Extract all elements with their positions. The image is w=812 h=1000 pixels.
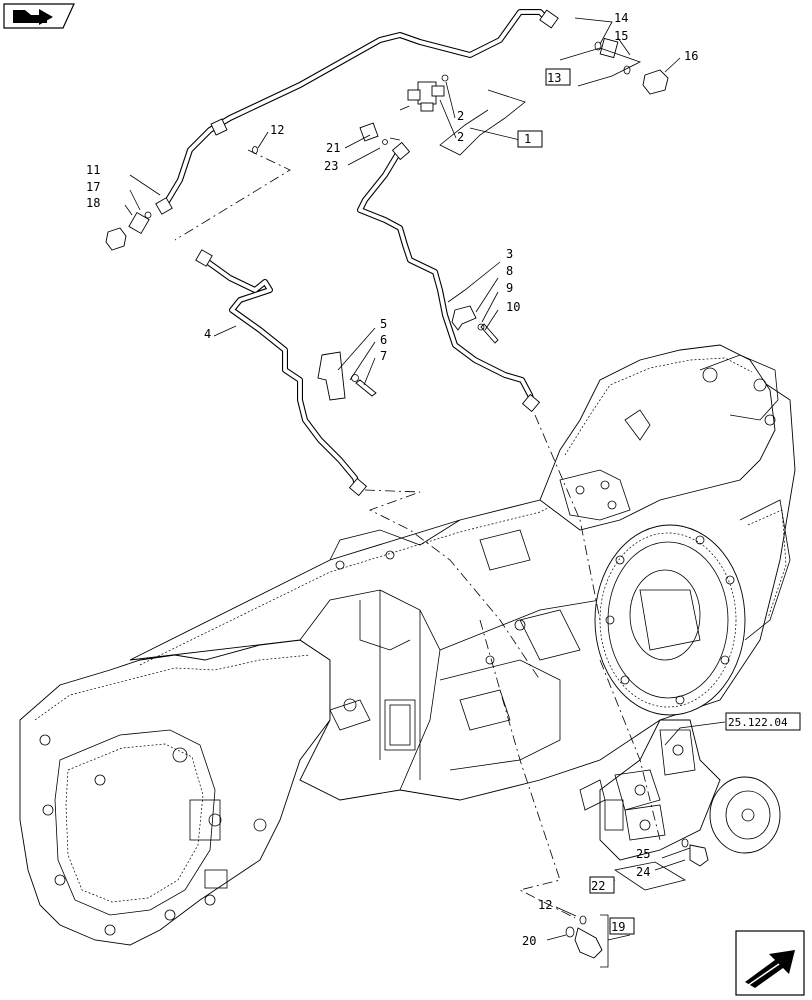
navigate-forward-icon[interactable] [735,930,805,996]
label-part-14: 14 [614,11,628,25]
label-part-21: 21 [326,141,340,155]
adapter-21 [359,122,388,145]
label-part-17: 17 [86,180,100,194]
callout-box-19[interactable] [609,917,635,935]
label-part-13: 13 [547,71,561,85]
label-part-8: 8 [506,264,513,278]
pipe-end-fittings [155,9,559,497]
label-part-16: 16 [684,49,698,63]
callout-box-22[interactable] [589,876,615,894]
tee-fitting-1 [407,74,449,112]
label-part-7: 7 [380,349,387,363]
label-part-10: 10 [506,300,520,314]
clamp-8 [451,305,499,344]
pipe-3 [357,147,535,405]
label-part-18: 18 [86,196,100,210]
label-part-2b: 2 [457,130,464,144]
valve-block-assembly [579,719,781,861]
label-part-5: 5 [380,317,387,331]
label-part-20: 20 [522,934,536,948]
reference-box[interactable] [725,712,801,731]
label-part-6: 6 [380,333,387,347]
label-part-12a: 12 [270,123,284,137]
label-part-3: 3 [506,247,513,261]
label-part-15: 15 [614,29,628,43]
label-part-11: 11 [86,163,100,177]
pipe-4 [202,257,361,491]
pipe-11 [162,9,551,208]
label-part-1: 1 [524,132,531,146]
label-reference: 25.122.04 [728,716,788,729]
callout-box-13[interactable] [545,68,571,86]
assembly-centerlines [174,104,661,919]
callout-box-1[interactable] [517,130,543,148]
label-part-9: 9 [506,281,513,295]
fittings-17-18 [105,211,152,251]
label-part-23: 23 [324,159,338,173]
callout-lines [124,17,726,968]
fittings-24-25 [681,838,709,867]
fittings-14-15-16 [594,37,669,95]
label-part-2a: 2 [457,109,464,123]
label-part-25: 25 [636,847,650,861]
label-part-12b: 12 [538,898,552,912]
label-part-22: 22 [591,879,605,893]
label-part-19: 19 [611,920,625,934]
transmission-housing [19,344,796,946]
navigate-back-icon[interactable] [3,3,75,29]
label-part-4: 4 [204,327,211,341]
bracket-5 [317,351,377,401]
label-part-24: 24 [636,865,650,879]
